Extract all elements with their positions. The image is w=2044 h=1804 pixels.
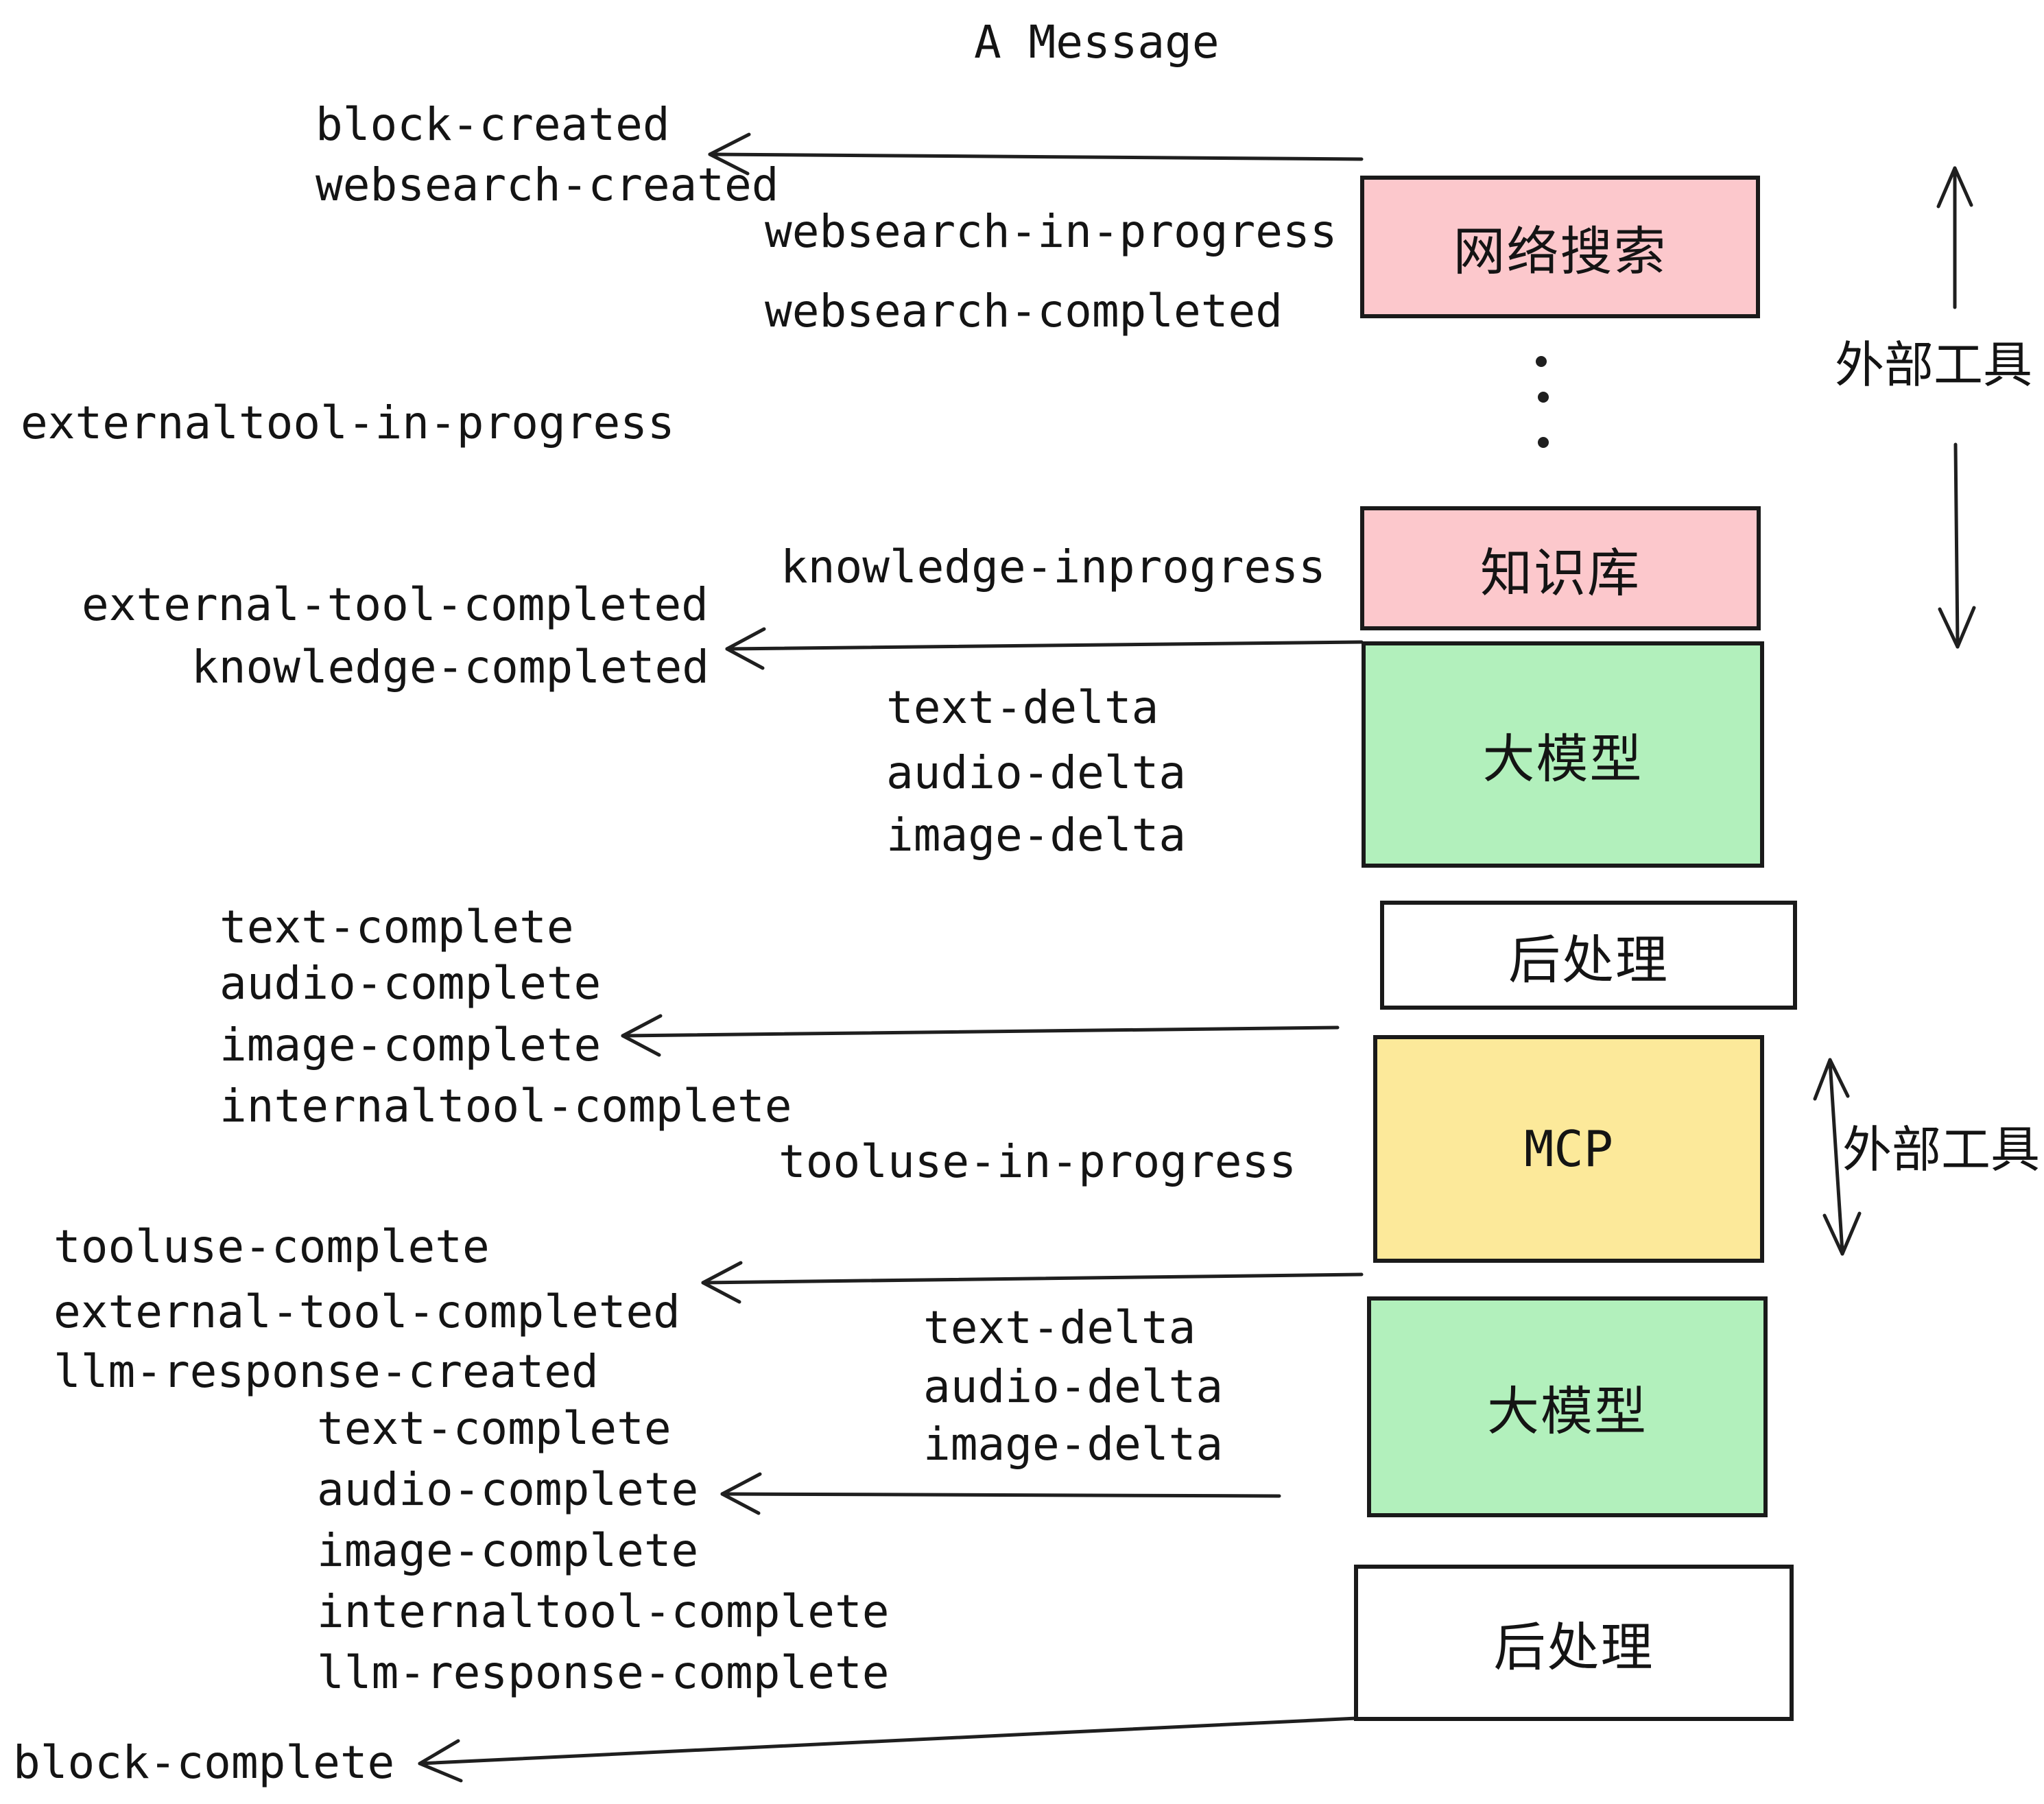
double-arrow-external-tools-bottom [1813,1058,1862,1256]
event-label-audio-complete-1: audio-complete [219,957,602,1010]
annotation-external-tools-top: 外部工具 [1835,336,2033,394]
box-mcp: MCP [1373,1035,1764,1263]
box-postprocess-1-label: 后处理 [1508,929,1669,990]
box-knowledge-label: 知识库 [1480,542,1641,604]
event-label-block-created: block-created [316,98,670,151]
event-label-audio-delta-2: audio-delta [923,1360,1224,1413]
box-llm-1: 大模型 [1362,641,1764,868]
event-label-text-delta-2: text-delta [923,1301,1196,1354]
event-label-image-complete-2: image-complete [317,1524,699,1577]
event-label-external-tool-completed: external-tool-completed [82,578,709,631]
event-label-external-tool-completed-2: external-tool-completed [54,1285,680,1338]
event-label-image-delta-1: image-delta [886,809,1187,862]
event-label-websearch-in-progress: websearch-in-progress [765,205,1338,258]
diagram-title: A Message [974,16,1220,69]
ellipsis-dots-icon [1536,356,1549,448]
arrow-to-block-created [708,132,1364,176]
box-postprocess-2: 后处理 [1354,1565,1794,1721]
box-knowledge: 知识库 [1360,506,1761,630]
box-llm-2: 大模型 [1367,1296,1768,1517]
event-label-tooluse-complete: tooluse-complete [54,1220,490,1273]
event-label-block-complete: block-complete [13,1736,395,1789]
annotation-external-tools-bottom: 外部工具 [1842,1121,2041,1178]
event-label-tooluse-in-progress: tooluse-in-progress [779,1135,1296,1188]
box-websearch-label: 网络搜索 [1453,221,1667,282]
event-label-llm-response-complete: llm-response-complete [317,1646,890,1699]
box-postprocess-2-label: 后处理 [1493,1617,1654,1678]
box-llm-2-label: 大模型 [1487,1381,1648,1442]
arrow-to-image-complete [621,1014,1340,1057]
event-label-image-complete-1: image-complete [219,1019,602,1071]
event-label-text-complete-1: text-complete [219,901,574,953]
box-llm-1-label: 大模型 [1482,728,1643,790]
event-label-audio-complete-2: audio-complete [317,1463,699,1516]
event-label-websearch-created: websearch-created [316,158,779,211]
event-label-websearch-completed: websearch-completed [765,285,1283,337]
arrow-to-knowledge-completed [725,627,1364,670]
double-arrow-external-tools-top [1936,166,1976,649]
event-label-internaltool-complete-1: internaltool-complete [219,1080,792,1132]
event-label-knowledge-inprogress: knowledge-inprogress [781,541,1326,593]
event-label-internaltool-complete-2: internaltool-complete [317,1585,890,1638]
box-mcp-label: MCP [1523,1120,1614,1178]
event-label-text-delta-1: text-delta [886,681,1159,734]
event-label-image-delta-2: image-delta [923,1418,1224,1471]
arrow-to-block-complete [418,1716,1359,1783]
event-label-audio-delta-1: audio-delta [886,746,1187,799]
arrow-to-external-tool-completed [701,1261,1364,1304]
event-label-knowledge-completed: knowledge-completed [191,641,709,693]
event-label-externaltool-in-progress: externaltool-in-progress [21,396,675,449]
box-postprocess-1: 后处理 [1380,901,1797,1010]
event-label-llm-response-created: llm-response-created [54,1345,599,1398]
box-websearch: 网络搜索 [1360,176,1760,318]
event-label-text-complete-2: text-complete [317,1402,672,1455]
arrow-to-audio-complete [720,1472,1281,1515]
